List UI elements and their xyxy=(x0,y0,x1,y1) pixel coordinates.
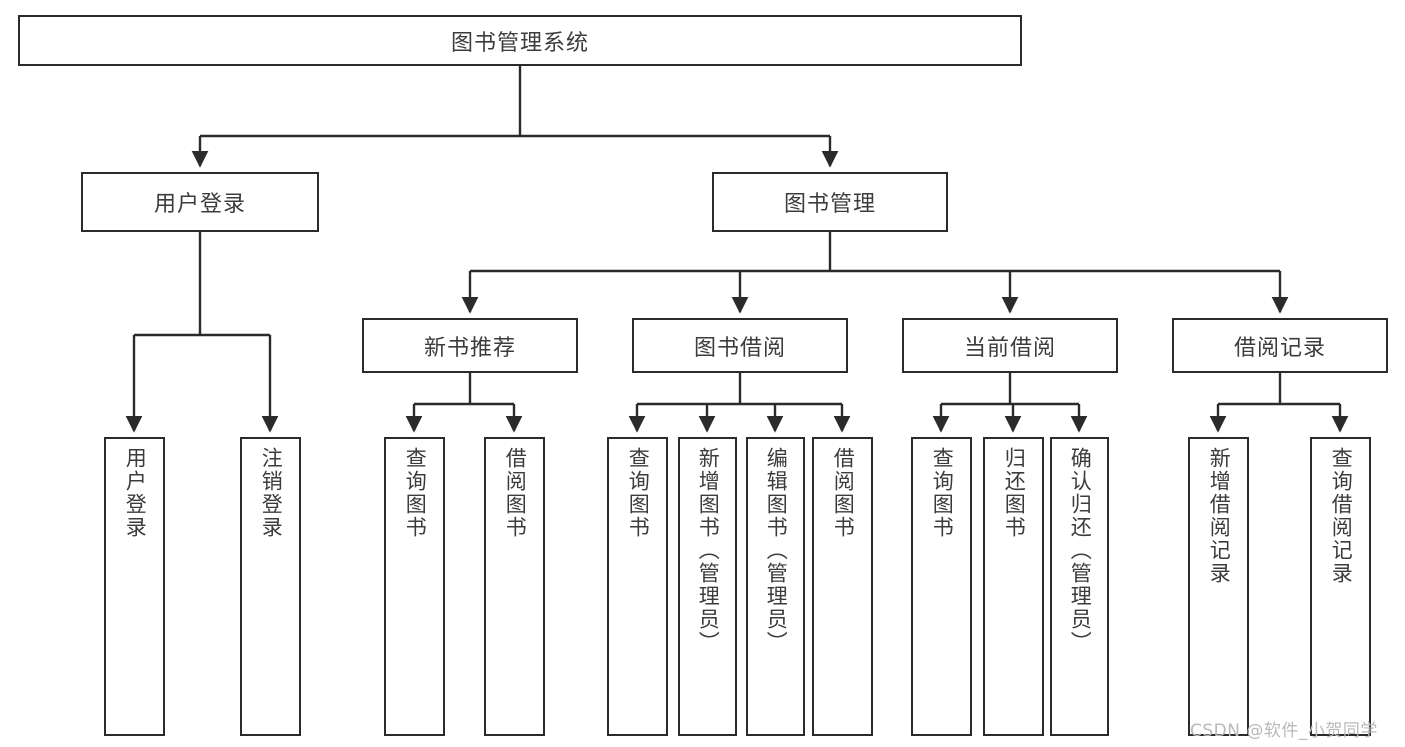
leaf-label: 编辑图书（管理员） xyxy=(764,447,789,654)
node-root[interactable]: 图书管理系统 xyxy=(18,15,1022,66)
node-book-borrow[interactable]: 图书借阅 xyxy=(632,318,848,373)
leaf-label: 确认归还（管理员） xyxy=(1068,447,1093,654)
leaf-return-book[interactable]: 归还图书 xyxy=(983,437,1044,736)
leaf-label: 归还图书 xyxy=(1002,447,1027,539)
node-borrow-record[interactable]: 借阅记录 xyxy=(1172,318,1388,373)
leaf-edit-book-admin[interactable]: 编辑图书（管理员） xyxy=(746,437,805,736)
leaf-borrow-book[interactable]: 借阅图书 xyxy=(812,437,873,736)
leaf-label: 新增借阅记录 xyxy=(1207,447,1232,585)
leaf-query-borrow-record[interactable]: 查询借阅记录 xyxy=(1310,437,1371,736)
node-root-label: 图书管理系统 xyxy=(450,30,589,56)
leaf-logout[interactable]: 注销登录 xyxy=(240,437,301,736)
leaf-confirm-return-admin[interactable]: 确认归还（管理员） xyxy=(1050,437,1109,736)
node-book-borrow-label: 图书借阅 xyxy=(693,335,786,361)
watermark-text: CSDN @软件_小贺同学 xyxy=(1190,721,1378,741)
leaf-label: 查询借阅记录 xyxy=(1329,447,1354,585)
leaf-add-book-admin[interactable]: 新增图书（管理员） xyxy=(678,437,737,736)
node-current-borrow-label: 当前借阅 xyxy=(963,335,1056,361)
leaf-label: 注销登录 xyxy=(259,447,284,539)
node-new-book-recommend[interactable]: 新书推荐 xyxy=(362,318,578,373)
leaf-add-borrow-record[interactable]: 新增借阅记录 xyxy=(1188,437,1249,736)
node-new-book-recommend-label: 新书推荐 xyxy=(423,335,516,361)
leaf-label: 借阅图书 xyxy=(831,447,856,539)
leaf-query-book-newbook[interactable]: 查询图书 xyxy=(384,437,445,736)
leaf-label: 借阅图书 xyxy=(503,447,528,539)
leaf-query-book-borrow[interactable]: 查询图书 xyxy=(607,437,668,736)
node-current-borrow[interactable]: 当前借阅 xyxy=(902,318,1118,373)
leaf-label: 查询图书 xyxy=(403,447,428,539)
node-borrow-record-label: 借阅记录 xyxy=(1233,335,1326,361)
node-user-login[interactable]: 用户登录 xyxy=(81,172,319,232)
leaf-label: 新增图书（管理员） xyxy=(696,447,721,654)
leaf-label: 查询图书 xyxy=(626,447,651,539)
leaf-query-book-current[interactable]: 查询图书 xyxy=(911,437,972,736)
node-user-login-label: 用户登录 xyxy=(153,192,246,217)
leaf-borrow-book-newbook[interactable]: 借阅图书 xyxy=(484,437,545,736)
node-book-management-label: 图书管理 xyxy=(783,192,876,217)
node-book-management[interactable]: 图书管理 xyxy=(712,172,948,232)
leaf-label: 查询图书 xyxy=(930,447,955,539)
leaf-user-login[interactable]: 用户登录 xyxy=(104,437,165,736)
leaf-label: 用户登录 xyxy=(123,447,148,539)
